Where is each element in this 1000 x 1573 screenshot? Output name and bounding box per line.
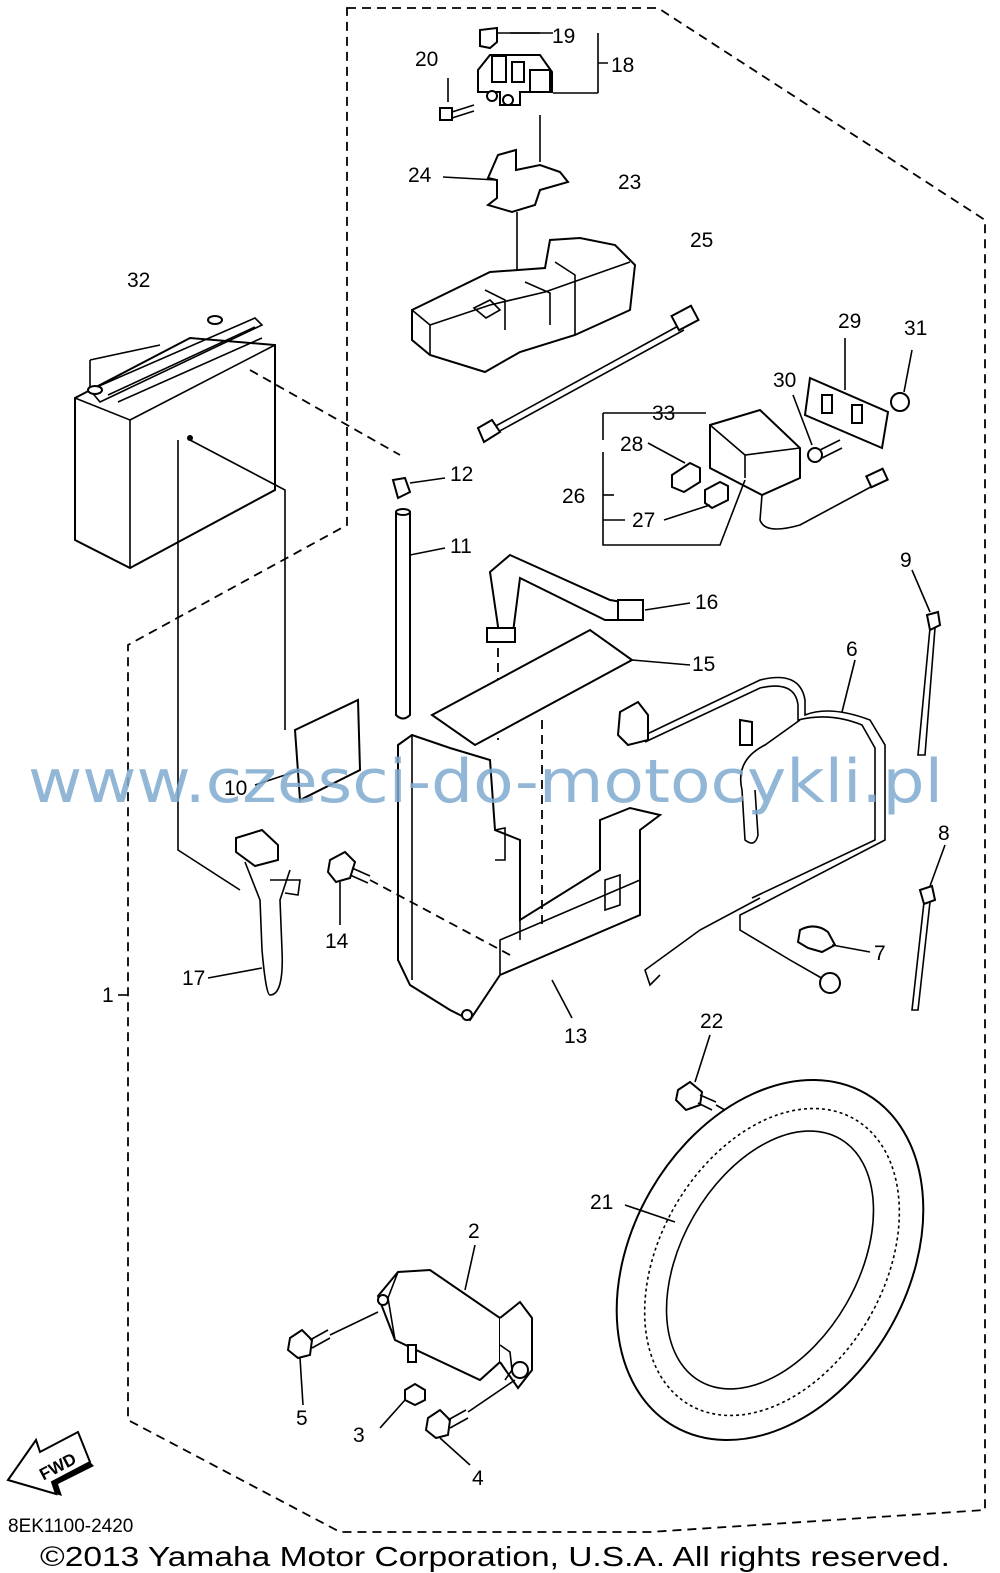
starter-motor-2 [376,1268,533,1390]
wire-harness-6 [616,676,886,994]
lead-wire-25 [476,304,700,444]
callout-27: 27 [632,509,655,532]
nut-3 [404,1382,426,1407]
callout-11: 11 [450,535,472,558]
assembly-boundary [127,7,986,1533]
watermark-text: www.czesci-do-motocykli.pl [28,747,943,817]
callout-15: 15 [692,653,715,676]
callout-10: 10 [224,777,247,800]
callout-32: 32 [127,269,150,292]
clamp-7 [796,925,837,954]
callout-19: 19 [552,25,575,48]
screw-30 [807,439,843,463]
bolt-4 [424,1408,469,1440]
callout-7: 7 [874,942,886,965]
cable-tie-9 [917,610,942,756]
fuse-28 [671,461,701,494]
callout-3: 3 [353,1424,365,1447]
sheet-15 [430,628,634,747]
bracket-24 [485,148,570,214]
callout-12: 12 [450,463,473,486]
callout-20: 20 [415,48,438,71]
callout-18: 18 [611,54,634,77]
callout-1: 1 [102,984,114,1007]
bolt-14 [326,850,371,884]
clamp-12 [391,476,412,500]
callout-2: 2 [468,1220,480,1243]
relay-cap [479,26,498,50]
callout-14: 14 [325,930,349,953]
callout-23: 23 [618,171,641,194]
callout-17: 17 [182,967,205,990]
copyright-notice: ©2013 Yamaha Motor Corporation, U.S.A. A… [40,1541,950,1572]
callout-26: 26 [562,485,585,508]
bolt-20 [439,104,475,121]
callout-30: 30 [773,369,796,392]
fuse-holder-33 [709,408,890,530]
callout-21: 21 [590,1191,613,1214]
callout-16: 16 [695,591,718,614]
callout-5: 5 [296,1407,308,1430]
battery-lead-17 [235,828,301,996]
callout-24: 24 [408,164,432,187]
callout-29: 29 [838,310,861,333]
strap-16 [486,553,644,643]
callout-31: 31 [904,317,927,340]
callout-22: 22 [700,1010,723,1033]
callout-25: 25 [690,229,713,252]
battery-32 [74,315,276,570]
fuse-27 [704,480,729,510]
battery-case-13 [397,733,663,1022]
breather-tube-11 [395,508,411,720]
callout-6: 6 [846,638,858,661]
callout-13: 13 [564,1025,587,1048]
fuse-box-23 [411,236,637,374]
plate-29 [803,376,890,450]
callout-33: 33 [652,402,675,425]
drawing-code: 8EK1100-2420 [8,1516,133,1537]
callout-8: 8 [938,822,950,845]
starter-relay [477,54,553,106]
callout-9: 9 [900,549,912,572]
callout-28: 28 [620,433,643,456]
bolt-5 [286,1328,331,1360]
gear-disc-21 [615,1078,925,1442]
bolt-22 [674,1080,717,1112]
callout-4: 4 [472,1467,484,1490]
cable-tie-8 [911,884,937,1011]
nut-31 [890,392,910,412]
fwd-arrow-icon: FWD [6,1430,94,1496]
pad-10 [293,698,362,802]
